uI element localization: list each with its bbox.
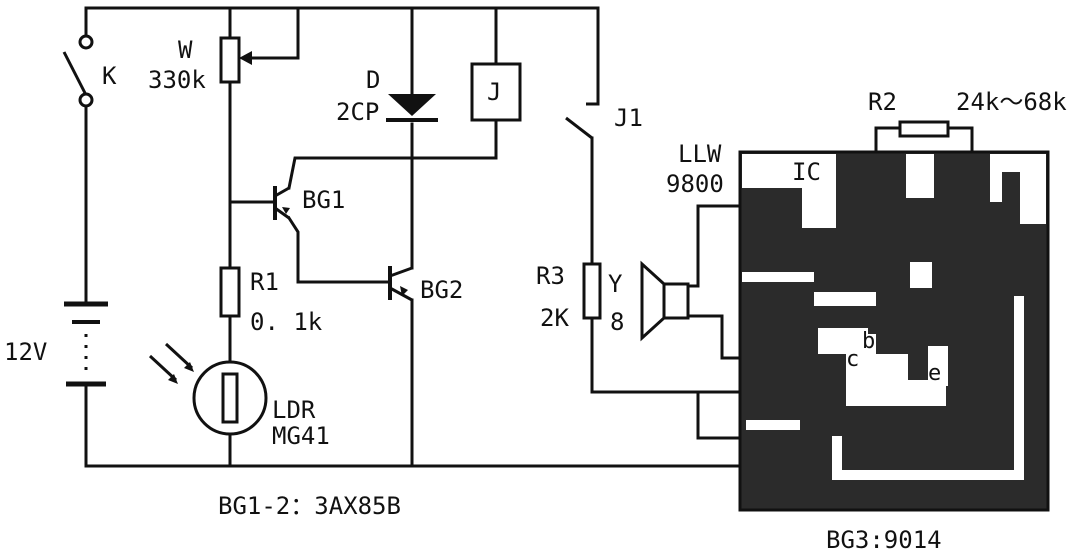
- switch-k: [62, 34, 94, 108]
- label-r3-name: R3: [536, 262, 565, 290]
- label-ldr-part: MG41: [272, 422, 330, 450]
- ldr-mg41: [148, 342, 268, 436]
- transistor-bg1: [273, 186, 290, 220]
- label-speaker-name: Y: [608, 270, 623, 298]
- wires: [84, 6, 974, 468]
- resistor-r2: [898, 120, 950, 138]
- label-switch-k: K: [102, 62, 117, 90]
- label-diode-name: D: [366, 66, 380, 94]
- relay-contact-j1: [565, 102, 598, 140]
- labels: K W 330k D 2CP J J1 BG1 BG2 R1 0. 1k LDR…: [4, 36, 1067, 553]
- label-diode-part: 2CP: [336, 98, 379, 126]
- potentiometer-w: [219, 36, 252, 84]
- battery-12v: [64, 301, 108, 387]
- label-ic-series: LLW: [678, 140, 722, 168]
- label-ldr-name: LDR: [272, 396, 316, 424]
- resistor-r3: [582, 262, 602, 320]
- label-transistor-bg2: BG2: [420, 276, 463, 304]
- label-ic: IC: [792, 158, 821, 186]
- label-bg3-note: BG3:9014: [826, 526, 942, 553]
- ic-board: [738, 150, 1050, 512]
- label-battery: 12V: [4, 338, 47, 366]
- label-bg12-note: BG1-2：3AX85B: [218, 492, 401, 520]
- label-r1-name: R1: [250, 268, 279, 296]
- diode-d: [386, 94, 438, 122]
- relay-j: [470, 62, 522, 122]
- label-pin-c: c: [846, 347, 859, 372]
- label-transistor-bg1: BG1: [302, 186, 345, 214]
- label-r3-value: 2K: [540, 304, 569, 332]
- label-pin-e: e: [928, 361, 941, 386]
- label-ic-part: 9800: [666, 170, 724, 198]
- label-pot-name: W: [178, 36, 193, 64]
- label-pot-value: 330k: [148, 66, 206, 94]
- label-speaker-value: 8: [610, 308, 624, 336]
- label-relay: J: [487, 78, 501, 106]
- speaker-y: [640, 260, 690, 342]
- label-r2-name: R2: [868, 88, 897, 116]
- label-relay-contact: J1: [614, 104, 643, 132]
- label-r1-value: 0. 1k: [250, 308, 323, 336]
- resistor-r1: [219, 266, 241, 318]
- label-pin-b: b: [862, 329, 875, 354]
- label-r2-range: 24k～68k: [956, 88, 1067, 116]
- transistor-bg2: [388, 266, 413, 302]
